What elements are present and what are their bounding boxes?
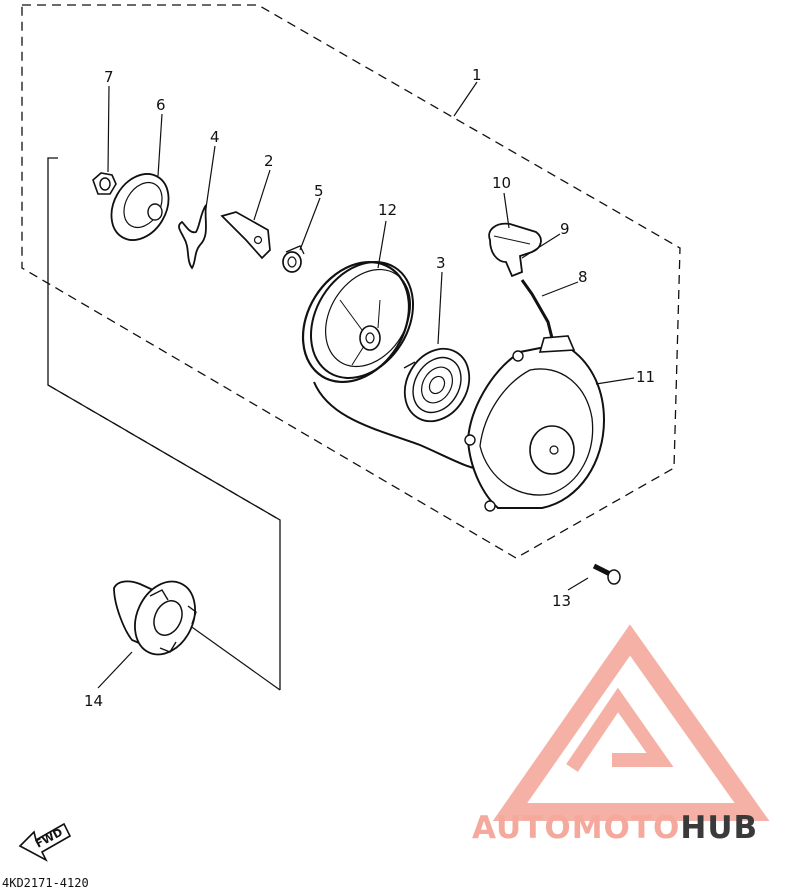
spring-part-5	[282, 245, 305, 273]
callout-2: 2	[264, 152, 274, 170]
bolt-part-13	[592, 563, 621, 585]
callout-14: 14	[84, 692, 103, 710]
brand-part-1: AUTOMOTO	[472, 810, 680, 846]
callout-12: 12	[378, 201, 397, 219]
callout-13: 13	[552, 592, 571, 610]
callout-6: 6	[156, 96, 166, 114]
callout-3: 3	[436, 254, 446, 272]
sheave-drum-part-12	[301, 260, 415, 384]
starter-pulley-part-14	[113, 580, 197, 656]
drawing-code: 4KD2171-4120	[2, 876, 89, 890]
brand-part-2: HUB	[680, 810, 758, 846]
callout-10: 10	[492, 174, 511, 192]
drive-plate-part-6	[110, 173, 170, 241]
callout-5: 5	[314, 182, 324, 200]
brand-name: AUTOMOTOHUB	[472, 810, 758, 846]
spring-part-4	[178, 204, 207, 270]
leader-lines	[97, 81, 635, 689]
callout-4: 4	[210, 128, 220, 146]
automotohub-logo	[492, 624, 770, 821]
callout-7: 7	[104, 68, 114, 86]
callout-1: 1	[472, 66, 482, 84]
cord-part-8	[520, 279, 554, 339]
callout-11: 11	[636, 368, 655, 386]
fwd-arrow-icon: FWD	[18, 822, 72, 862]
recoil-spring-part-3	[403, 347, 471, 423]
callout-8: 8	[578, 268, 588, 286]
callout-9: 9	[560, 220, 570, 238]
assembly-outline	[21, 4, 681, 559]
pawl-part-2	[220, 211, 271, 260]
nut-part-7	[92, 172, 117, 195]
starter-handle-part-10	[488, 222, 542, 278]
starter-rope	[313, 381, 487, 471]
starter-case-part-11	[464, 335, 606, 512]
